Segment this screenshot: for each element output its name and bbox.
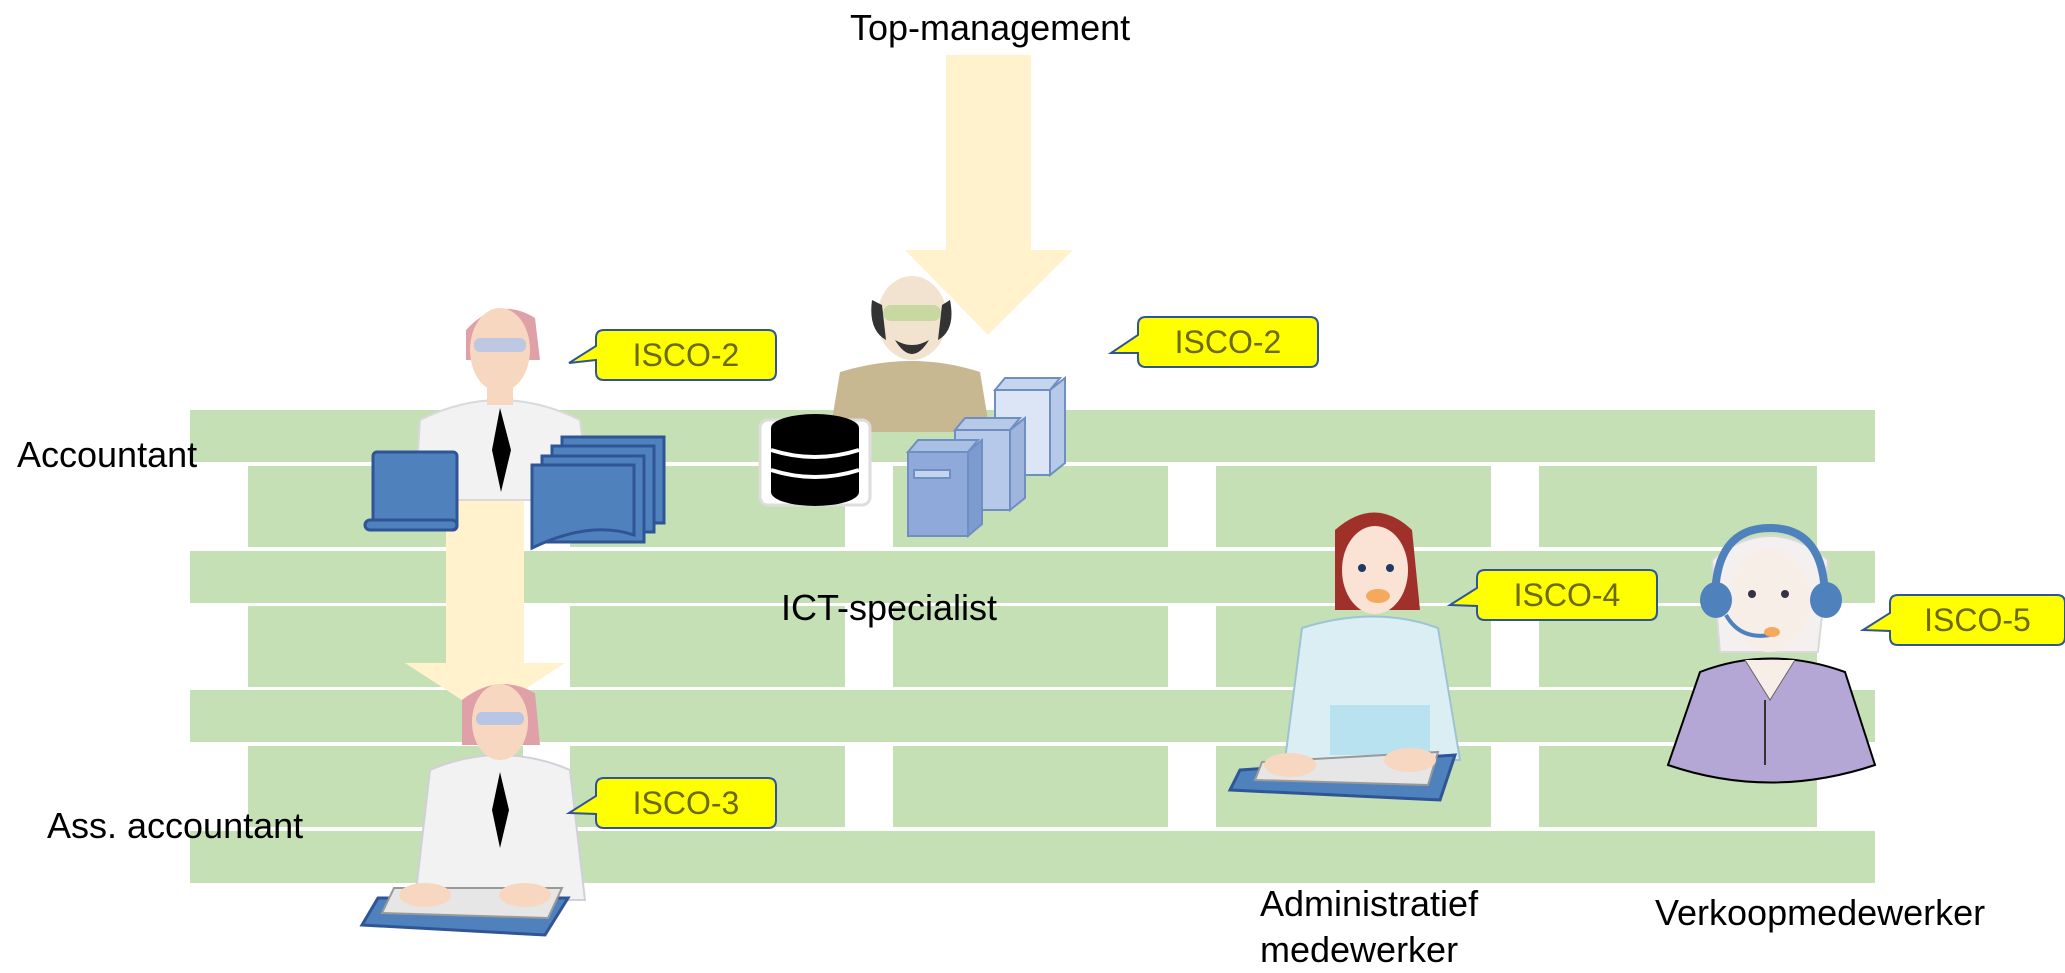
laptop [1330, 705, 1430, 755]
brick [893, 606, 1168, 687]
neck [487, 388, 513, 405]
tie [492, 408, 511, 492]
tie [492, 772, 509, 848]
documents-icon [530, 435, 666, 551]
face [1342, 526, 1408, 614]
brick [570, 606, 845, 687]
label-ict-specialist: ICT-specialist [781, 587, 998, 628]
eye [1358, 564, 1366, 572]
mic [1764, 627, 1780, 637]
eye [1386, 564, 1394, 572]
callout-shape [565, 777, 777, 829]
brick [893, 746, 1168, 827]
hair [871, 300, 952, 340]
database-icon [758, 414, 872, 507]
isco-text: ISCO-5 [1924, 601, 2031, 638]
isco-text: ISCO-3 [632, 784, 740, 821]
glasses [476, 712, 524, 725]
top-down-arrow [905, 55, 1073, 335]
headset-icon [1700, 523, 1842, 638]
brick [1539, 466, 1817, 547]
beard [895, 340, 929, 354]
isco-text: ISCO-4 [1513, 576, 1621, 613]
isco-text: ISCO-2 [632, 336, 740, 373]
label-top-management: Top-management [850, 7, 1131, 48]
eye [1748, 590, 1756, 598]
torso [1666, 657, 1877, 784]
isco-badge-accountant: ISCO-2 [568, 329, 777, 381]
callout-shape [1859, 594, 2065, 646]
isco-text: ISCO-2 [1174, 323, 1282, 360]
glasses [474, 338, 526, 352]
callout-shape [1107, 316, 1319, 368]
scroll-icon [363, 450, 459, 532]
collar [1744, 659, 1796, 701]
label-sales: Verkoopmedewerker [1655, 892, 1986, 933]
label-admin-line2: medewerker [1260, 929, 1459, 970]
isco-badge-admin: ISCO-4 [1446, 569, 1658, 621]
callout-shape [568, 329, 777, 381]
keyboard-icon [359, 883, 571, 937]
callout-shape [1446, 569, 1658, 621]
isco-badge-sales: ISCO-5 [1859, 594, 2065, 646]
glasses [883, 305, 941, 321]
keyboard-icon [1227, 748, 1458, 802]
label-admin-line1: Administratief [1260, 883, 1479, 924]
eye [1781, 590, 1789, 598]
label-ass-accountant: Ass. accountant [47, 805, 304, 846]
server-icon [905, 375, 1066, 539]
face [1730, 548, 1810, 652]
mouth [1366, 589, 1390, 603]
label-accountant: Accountant [17, 434, 198, 475]
torso [830, 361, 990, 432]
accountant-down-arrow [405, 495, 565, 715]
isco-badge-ass-accountant: ISCO-3 [565, 777, 777, 829]
isco-badge-ict: ISCO-2 [1107, 316, 1319, 368]
